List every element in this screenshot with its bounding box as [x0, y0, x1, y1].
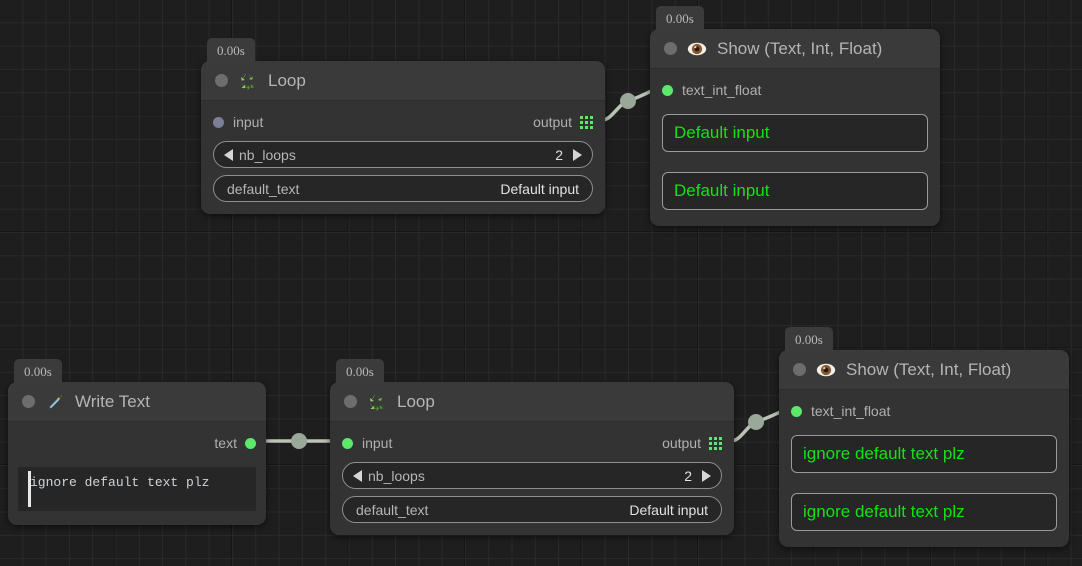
wire-reroute-dot[interactable] — [620, 93, 636, 109]
timer-badge: 0.00s — [785, 327, 833, 351]
input-port-dot[interactable] — [662, 84, 673, 96]
text-caret — [28, 471, 31, 507]
widget-value: 2 — [555, 146, 563, 163]
input-port-label: input — [362, 435, 393, 451]
timer-badge: 0.00s — [336, 359, 384, 383]
eye-icon — [816, 363, 836, 376]
port-row: input output — [342, 431, 722, 455]
grid-list-icon[interactable] — [709, 436, 722, 450]
text-input-value: ignore default text plz — [30, 475, 210, 490]
output-port-label: output — [662, 435, 701, 451]
input-port-dot[interactable] — [213, 116, 224, 128]
eye-icon — [687, 42, 707, 55]
port-row: text_int_float — [791, 399, 1057, 423]
widget-nb-loops[interactable]: nb_loops 2 — [342, 462, 722, 489]
timer-badge: 0.00s — [656, 6, 704, 30]
decrement-arrow-icon[interactable] — [353, 469, 362, 482]
increment-arrow-icon[interactable] — [702, 469, 711, 482]
input-port-label: input — [233, 114, 264, 130]
wire-reroute-dot[interactable] — [748, 414, 764, 430]
node-title: Show (Text, Int, Float) — [846, 359, 1012, 379]
widget-label: nb_loops — [239, 146, 296, 163]
node-title: Loop — [397, 391, 435, 411]
wire-reroute-dot[interactable] — [291, 433, 307, 449]
widget-label: nb_loops — [368, 467, 425, 484]
collapse-dot[interactable] — [664, 42, 677, 55]
node-title: Write Text — [75, 391, 150, 411]
collapse-dot[interactable] — [793, 363, 806, 376]
widget-nb-loops[interactable]: nb_loops 2 — [213, 141, 593, 168]
collapse-dot[interactable] — [215, 74, 228, 87]
text-input-area[interactable]: ignore default text plz — [18, 467, 256, 511]
output-port-dot[interactable] — [245, 437, 256, 449]
timer-badge: 0.00s — [207, 38, 255, 62]
input-port-label: text_int_float — [811, 403, 891, 419]
node-header[interactable]: Write Text — [8, 382, 266, 422]
timer-badge: 0.00s — [14, 359, 62, 383]
recycle-icon — [369, 393, 385, 411]
node-title: Loop — [268, 70, 306, 90]
collapse-dot[interactable] — [22, 395, 35, 408]
recycle-icon — [240, 72, 256, 90]
widget-value: Default input — [629, 501, 708, 518]
display-value-box: Default input — [662, 114, 928, 152]
node-title: Show (Text, Int, Float) — [717, 38, 883, 58]
widget-default-text[interactable]: default_text Default input — [213, 175, 593, 202]
port-row: input output — [213, 110, 593, 134]
pen-nib-icon — [48, 394, 63, 409]
increment-arrow-icon[interactable] — [573, 148, 582, 161]
input-port-label: text_int_float — [682, 82, 762, 98]
output-port-label: text — [214, 435, 237, 451]
decrement-arrow-icon[interactable] — [224, 148, 233, 161]
node-header[interactable]: Show (Text, Int, Float) — [650, 29, 940, 69]
node-header[interactable]: Show (Text, Int, Float) — [779, 350, 1069, 390]
widget-value: Default input — [500, 180, 579, 197]
widget-label: default_text — [356, 501, 429, 518]
display-value-box: ignore default text plz — [791, 493, 1057, 531]
port-row: text_int_float — [662, 78, 928, 102]
input-port-dot[interactable] — [342, 437, 353, 449]
display-value-box: Default input — [662, 172, 928, 210]
collapse-dot[interactable] — [344, 395, 357, 408]
node-header[interactable]: Loop — [330, 382, 734, 422]
widget-default-text[interactable]: default_text Default input — [342, 496, 722, 523]
port-row: text — [18, 431, 256, 455]
widget-value: 2 — [684, 467, 692, 484]
grid-list-icon[interactable] — [580, 115, 593, 129]
widget-label: default_text — [227, 180, 300, 197]
node-header[interactable]: Loop — [201, 61, 605, 101]
output-port-label: output — [533, 114, 572, 130]
input-port-dot[interactable] — [791, 405, 802, 417]
display-value-box: ignore default text plz — [791, 435, 1057, 473]
